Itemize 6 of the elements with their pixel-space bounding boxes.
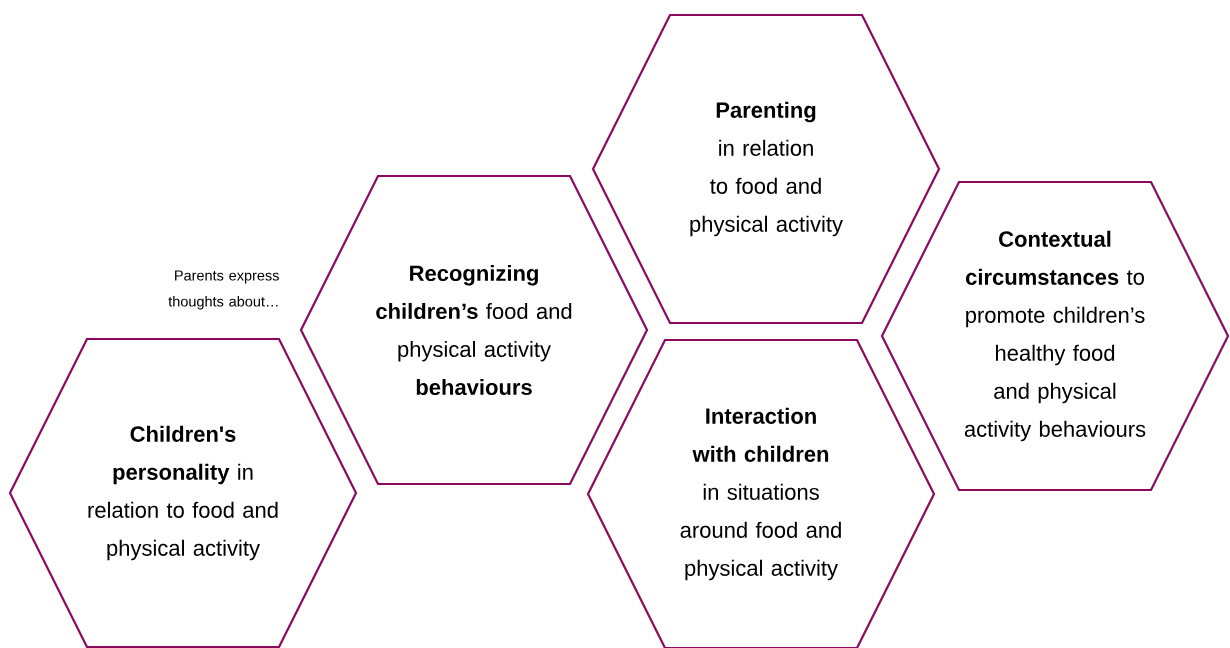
hexagon: Recognizing children’s food and physical activity behaviours: [299, 174, 649, 486]
hexagon: Interaction with children in situations around food and physical activity: [586, 338, 936, 648]
hexagon: Parenting in relation to food and physical activity: [591, 13, 941, 325]
hexagon: Children's personality in relation to food and physical activity: [8, 337, 358, 648]
hexagon: Contextual circumstances to promote children’s healthy food and physical activity behaviours: [880, 180, 1230, 492]
note-text: Parents express thoughts about…: [168, 270, 279, 310]
